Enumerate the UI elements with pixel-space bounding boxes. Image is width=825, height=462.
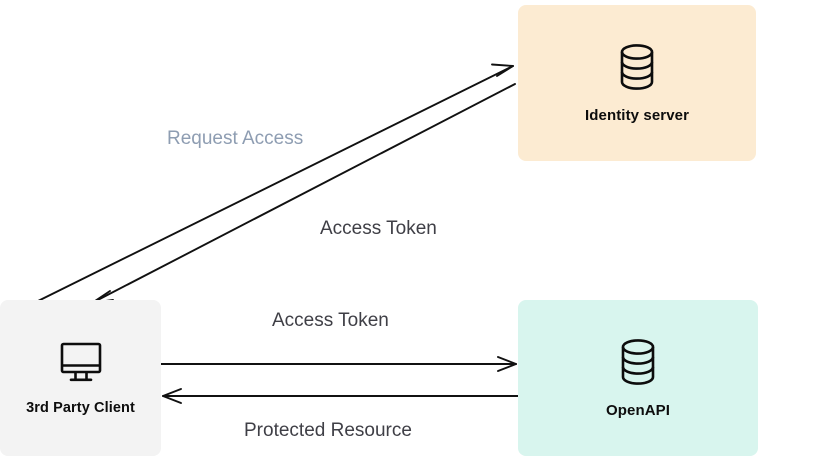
edge-label-access-token-api: Access Token — [272, 310, 389, 331]
node-identity-server[interactable]: Identity server — [518, 5, 756, 161]
edge-protected-resource — [162, 388, 519, 404]
database-icon — [616, 43, 658, 91]
node-openapi[interactable]: OpenAPI — [518, 300, 758, 456]
edge-label-access-token-identity: Access Token — [320, 218, 437, 239]
edge-request-access — [35, 63, 514, 303]
edge-label-request-access: Request Access — [167, 128, 304, 149]
edge-label-protected-resource: Protected Resource — [244, 420, 412, 441]
edge-access-token-identity — [91, 83, 516, 304]
edge-access-token-api — [160, 356, 517, 372]
node-label: OpenAPI — [605, 401, 671, 419]
desktop-monitor-icon — [58, 341, 104, 385]
node-third-party-client[interactable]: 3rd Party Client — [0, 300, 161, 456]
database-icon — [617, 338, 659, 386]
node-label: Identity server — [584, 106, 690, 124]
node-label: 3rd Party Client — [26, 399, 135, 416]
